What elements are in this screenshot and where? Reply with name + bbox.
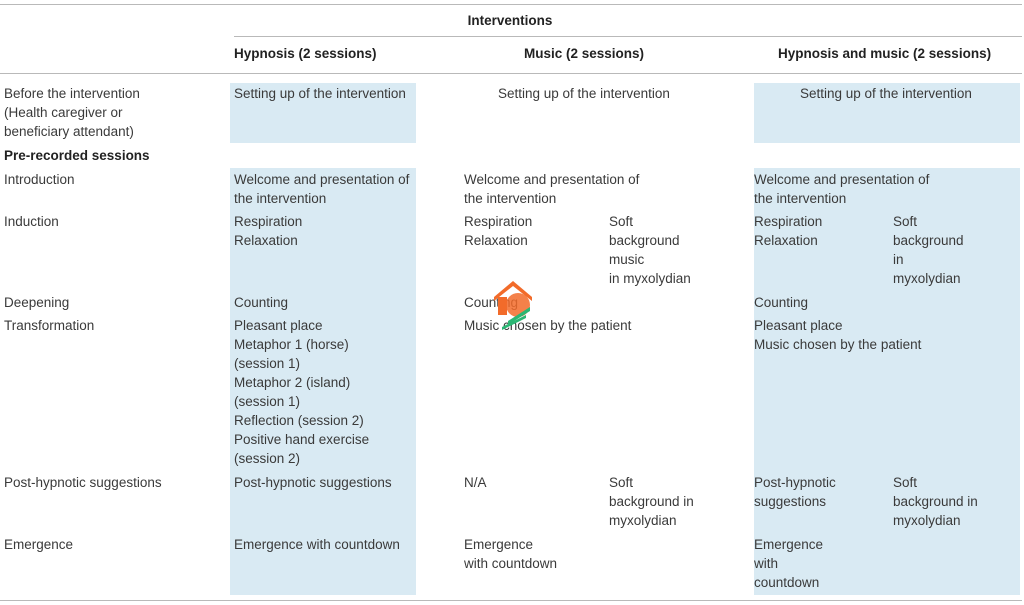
cell-induction-music-a: Respiration Relaxation [464,214,533,248]
cell-deepening-both: Counting [754,295,809,310]
cell-introduction-hypnosis: Welcome and presentation of the interven… [234,172,410,206]
group-rule [234,36,1022,37]
cell-transformation-both: Pleasant place Music chosen by the patie… [754,318,922,352]
col-header-both: Hypnosis and music (2 sessions) [778,46,992,61]
cell-introduction-music: Welcome and presentation of the interven… [464,172,640,206]
bottom-rule [0,600,1022,601]
cell-emergence-both: Emergence with countdown [754,537,824,590]
cell-induction-both-b: Soft background in myxolydian [893,214,964,286]
cell-introduction-both: Welcome and presentation of the interven… [754,172,930,206]
cell-posthypnotic-both-a: Post-hypnotic suggestions [754,475,836,509]
shade-both-body [754,168,1020,595]
watermark-logo-icon [494,281,532,330]
top-rule [0,4,1022,5]
cell-transformation-music: Music chosen by the patient [464,318,632,333]
cell-induction-hypnosis: Respiration Relaxation [234,214,303,248]
shade-hypnosis-before [230,83,416,143]
col-header-music: Music (2 sessions) [524,46,645,61]
cell-emergence-hypnosis: Emergence with countdown [234,537,400,552]
col-header-hypnosis: Hypnosis (2 sessions) [234,46,377,61]
interventions-header: Interventions [467,13,553,28]
cell-before-music: Setting up of the intervention [498,86,670,101]
row-label-deepening: Deepening [4,295,70,310]
cell-posthypnotic-music-a: N/A [464,475,487,490]
cell-before-hypnosis: Setting up of the intervention [234,86,406,101]
cell-posthypnotic-both-b: Soft background in myxolydian [893,475,978,528]
header-rule [0,73,1022,74]
shade-hypnosis-body [230,168,416,595]
row-label-transformation: Transformation [4,318,95,333]
cell-before-both: Setting up of the intervention [800,86,972,101]
cell-induction-both-a: Respiration Relaxation [754,214,823,248]
section-prerecorded: Pre-recorded sessions [4,148,150,163]
row-label-posthypnotic: Post-hypnotic suggestions [4,475,162,490]
row-label-emergence: Emergence [4,537,74,552]
row-label-before: Before the intervention (Health caregive… [4,86,140,139]
row-label-induction: Induction [4,214,59,229]
cell-posthypnotic-hypnosis: Post-hypnotic suggestions [234,475,392,490]
cell-transformation-hypnosis: Pleasant place Metaphor 1 (horse) (sessi… [234,318,370,466]
shade-both-before [754,83,1020,143]
cell-deepening-hypnosis: Counting [234,295,289,310]
cell-posthypnotic-music-b: Soft background in myxolydian [609,475,694,528]
cell-emergence-music: Emergence with countdown [464,537,558,571]
row-label-introduction: Introduction [4,172,75,187]
cell-induction-music-b: Soft background music in myxolydian [609,214,691,286]
